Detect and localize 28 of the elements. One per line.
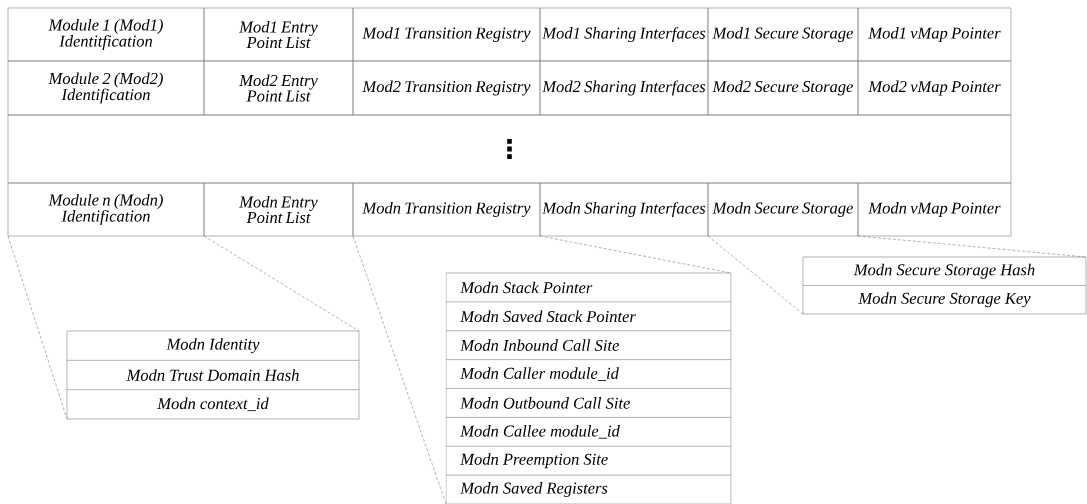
table-cell: Mod2 Secure Storage [707,60,859,116]
table-cell: Modn Transition Registry [352,182,541,237]
table-cell: Mod2 vMap Pointer [857,60,1012,116]
detail-table: Modn Stack Pointer Modn Saved Stack Pointer Modn Inbound Call Site Modn Caller module_id Modn Outbound Call Site Modn Callee module_id Modn Preemption Site Modn Saved Registers [445,272,732,504]
table-cell: Module 1 (Mod1) Identitfication [7,7,205,62]
leader-line [707,235,804,315]
table-cell: Mod1 vMap Pointer [857,7,1012,62]
table-cell: Module n (Modn) Identification [7,182,205,237]
leader-line [539,235,732,274]
ellipsis-row: ⋮ [7,114,1012,184]
detail-table: Modn Identity Modn Trust Domain Hash Modn context_id [66,330,360,420]
detail-table: Modn Secure Storage Hash Modn Secure Storage Key [802,256,1087,315]
table-cell: Mod1 Sharing Interfaces [539,7,709,62]
table-cell: Modn Sharing Interfaces [539,182,709,237]
table-cell: Mod2 Transition Registry [352,60,541,116]
leader-line [352,235,447,504]
table-cell: Mod1 Secure Storage [707,7,859,62]
leader-line [7,235,68,420]
leader-line [857,235,1087,258]
table-cell: Mod1 Transition Registry [352,7,541,62]
table-cell: Mod2 Sharing Interfaces [539,60,709,116]
table-cell: Mod1 Entry Point List [203,7,354,62]
table-cell: Modn Secure Storage [707,182,859,237]
table-cell: Module 2 (Mod2) Identification [7,60,205,116]
leader-line [203,235,360,332]
table-cell: Mod2 Entry Point List [203,60,354,116]
table-cell: Modn Entry Point List [203,182,354,237]
table-cell: Modn vMap Pointer [857,182,1012,237]
